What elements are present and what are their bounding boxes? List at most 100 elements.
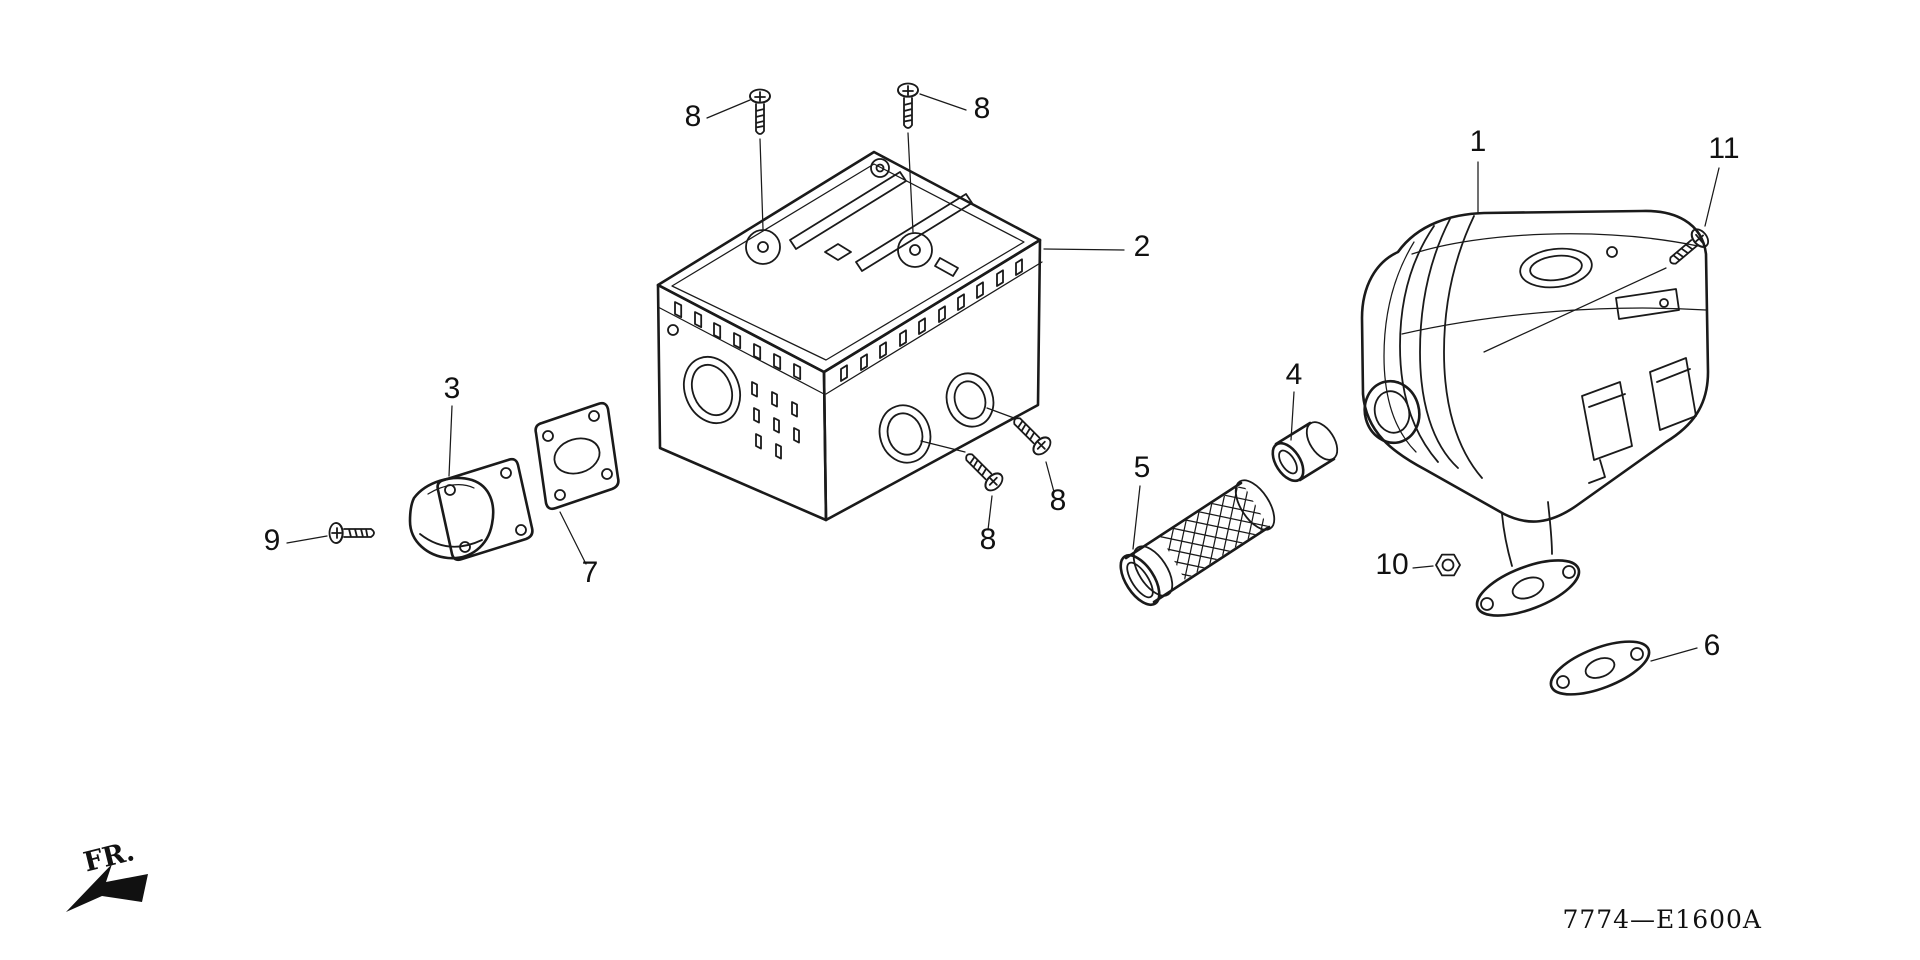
leader-3: [448, 405, 453, 477]
fr-arrow-icon: [66, 864, 148, 912]
screw-9-icon: [328, 522, 375, 544]
gasket-bolt-hole: [1630, 647, 1644, 661]
right-face-vent-slots: [840, 258, 1023, 382]
muffler-inlet-ring: [1363, 379, 1421, 445]
callout-8a[interactable]: 8: [685, 100, 702, 133]
leader-2: [1043, 248, 1125, 251]
leader-6: [1650, 647, 1698, 662]
part-10-flange-nut: [1435, 553, 1461, 577]
bushing-edges: [1274, 421, 1336, 482]
plate-bolt-hole: [588, 410, 600, 422]
callout-9[interactable]: 9: [264, 524, 281, 557]
callout-7[interactable]: 7: [582, 556, 599, 589]
callout-8d[interactable]: 8: [1050, 484, 1067, 517]
protector-louver: [789, 171, 907, 250]
protector-louver: [855, 193, 973, 272]
right-face-opening: [878, 404, 932, 464]
leader-5: [1132, 485, 1141, 550]
muffler-band-line: [1443, 215, 1483, 479]
cover-scoop-mouth: [419, 533, 483, 548]
tube-end-rim: [1119, 554, 1161, 606]
screw-8-side-lower-icon: [959, 447, 1007, 495]
callout-11[interactable]: 11: [1708, 132, 1739, 165]
exhaust-port-ring: [683, 355, 741, 425]
callout-8c[interactable]: 8: [980, 523, 997, 556]
top-ring-hole: [875, 163, 885, 173]
plate-center-opening: [553, 437, 601, 475]
gasket-bolt-hole: [1556, 675, 1570, 689]
protector-top-rim: [671, 163, 1025, 361]
exhaust-port-hole: [690, 363, 734, 417]
left-face-grille-slots: [751, 381, 800, 460]
right-face-band: [825, 261, 1043, 395]
fasteners: [328, 82, 1713, 544]
cover-scoop-contour: [427, 484, 475, 495]
leader-8a: [706, 99, 764, 230]
gasket-outline: [1549, 640, 1651, 696]
flange-outline: [1475, 559, 1581, 617]
tube-end-hole: [1126, 561, 1154, 599]
left-face-vent-slots: [674, 301, 802, 381]
plate-bolt-hole: [554, 489, 566, 501]
right-face-opening-inner: [953, 380, 987, 420]
muffler-flange: [1475, 559, 1581, 617]
callout-5[interactable]: 5: [1134, 451, 1151, 484]
edge-hole: [667, 324, 679, 336]
muffler-inlet-hole: [1373, 390, 1411, 434]
gasket-center-hole: [1584, 657, 1616, 679]
muffler-top-tab: [1615, 288, 1680, 320]
screw-boss-hole: [757, 241, 769, 253]
drawing-code: 7774—E1600A: [1562, 905, 1762, 934]
cover-bolt-hole: [515, 524, 527, 536]
right-face-opening: [945, 372, 995, 428]
callout-labels: 1 2 3 4 5 6 7 8 8 8 8 9 10 11: [264, 92, 1740, 662]
bushing-far-rim: [1305, 421, 1339, 461]
callout-1[interactable]: 1: [1470, 125, 1487, 158]
callout-10[interactable]: 10: [1375, 548, 1408, 581]
cover-bolt-hole: [500, 467, 512, 479]
leader-lines: [286, 93, 1720, 662]
bushing-end-rim: [1271, 441, 1305, 483]
screw-boss: [745, 229, 781, 265]
muffler-top-rim: [1411, 233, 1699, 255]
part-7-cover-plate: [534, 401, 620, 511]
right-face-opening-inner: [886, 412, 924, 456]
tube-collar: [1132, 545, 1174, 597]
muffler-boss-hole: [1606, 246, 1618, 258]
leader-8d: [986, 407, 1055, 493]
cover-scoop: [408, 476, 495, 560]
screw-8-side-upper-icon: [1007, 411, 1055, 459]
callout-4[interactable]: 4: [1286, 358, 1303, 391]
plate-bolt-hole: [542, 430, 554, 442]
leader-11: [1483, 167, 1720, 353]
top-ring: [870, 158, 890, 178]
callout-8b[interactable]: 8: [974, 92, 991, 125]
protector-right-face: [822, 238, 1042, 522]
protector-diamond-vent: [824, 243, 852, 261]
muffler-weld-seam: [1401, 307, 1707, 335]
cover-flange: [436, 457, 534, 562]
left-face-band: [657, 306, 825, 395]
tube-edges: [1124, 481, 1271, 604]
callout-2[interactable]: 2: [1134, 230, 1151, 263]
part-1-muffler: [1360, 209, 1710, 617]
muffler-bracket: [1649, 357, 1697, 431]
muffler-bracket: [1581, 381, 1633, 484]
callout-6[interactable]: 6: [1704, 629, 1721, 662]
nut-hex: [1435, 553, 1461, 577]
muffler-band-line: [1419, 218, 1459, 469]
screw-boss: [897, 232, 933, 268]
screw-8-top-left-icon: [749, 88, 771, 135]
muffler-body-outline: [1360, 209, 1710, 523]
flange-center-hole: [1511, 576, 1545, 600]
leader-7: [559, 511, 587, 565]
leader-10: [1412, 565, 1434, 569]
screw-8-top-right-icon: [897, 82, 919, 129]
tab-hole: [1659, 298, 1669, 308]
callout-3[interactable]: 3: [444, 372, 461, 405]
screw-boss-hole: [909, 244, 921, 256]
protector-small-slot: [934, 257, 959, 277]
muffler-endcap-rim: [1383, 241, 1417, 453]
muffler-downpipe: [1501, 501, 1553, 567]
